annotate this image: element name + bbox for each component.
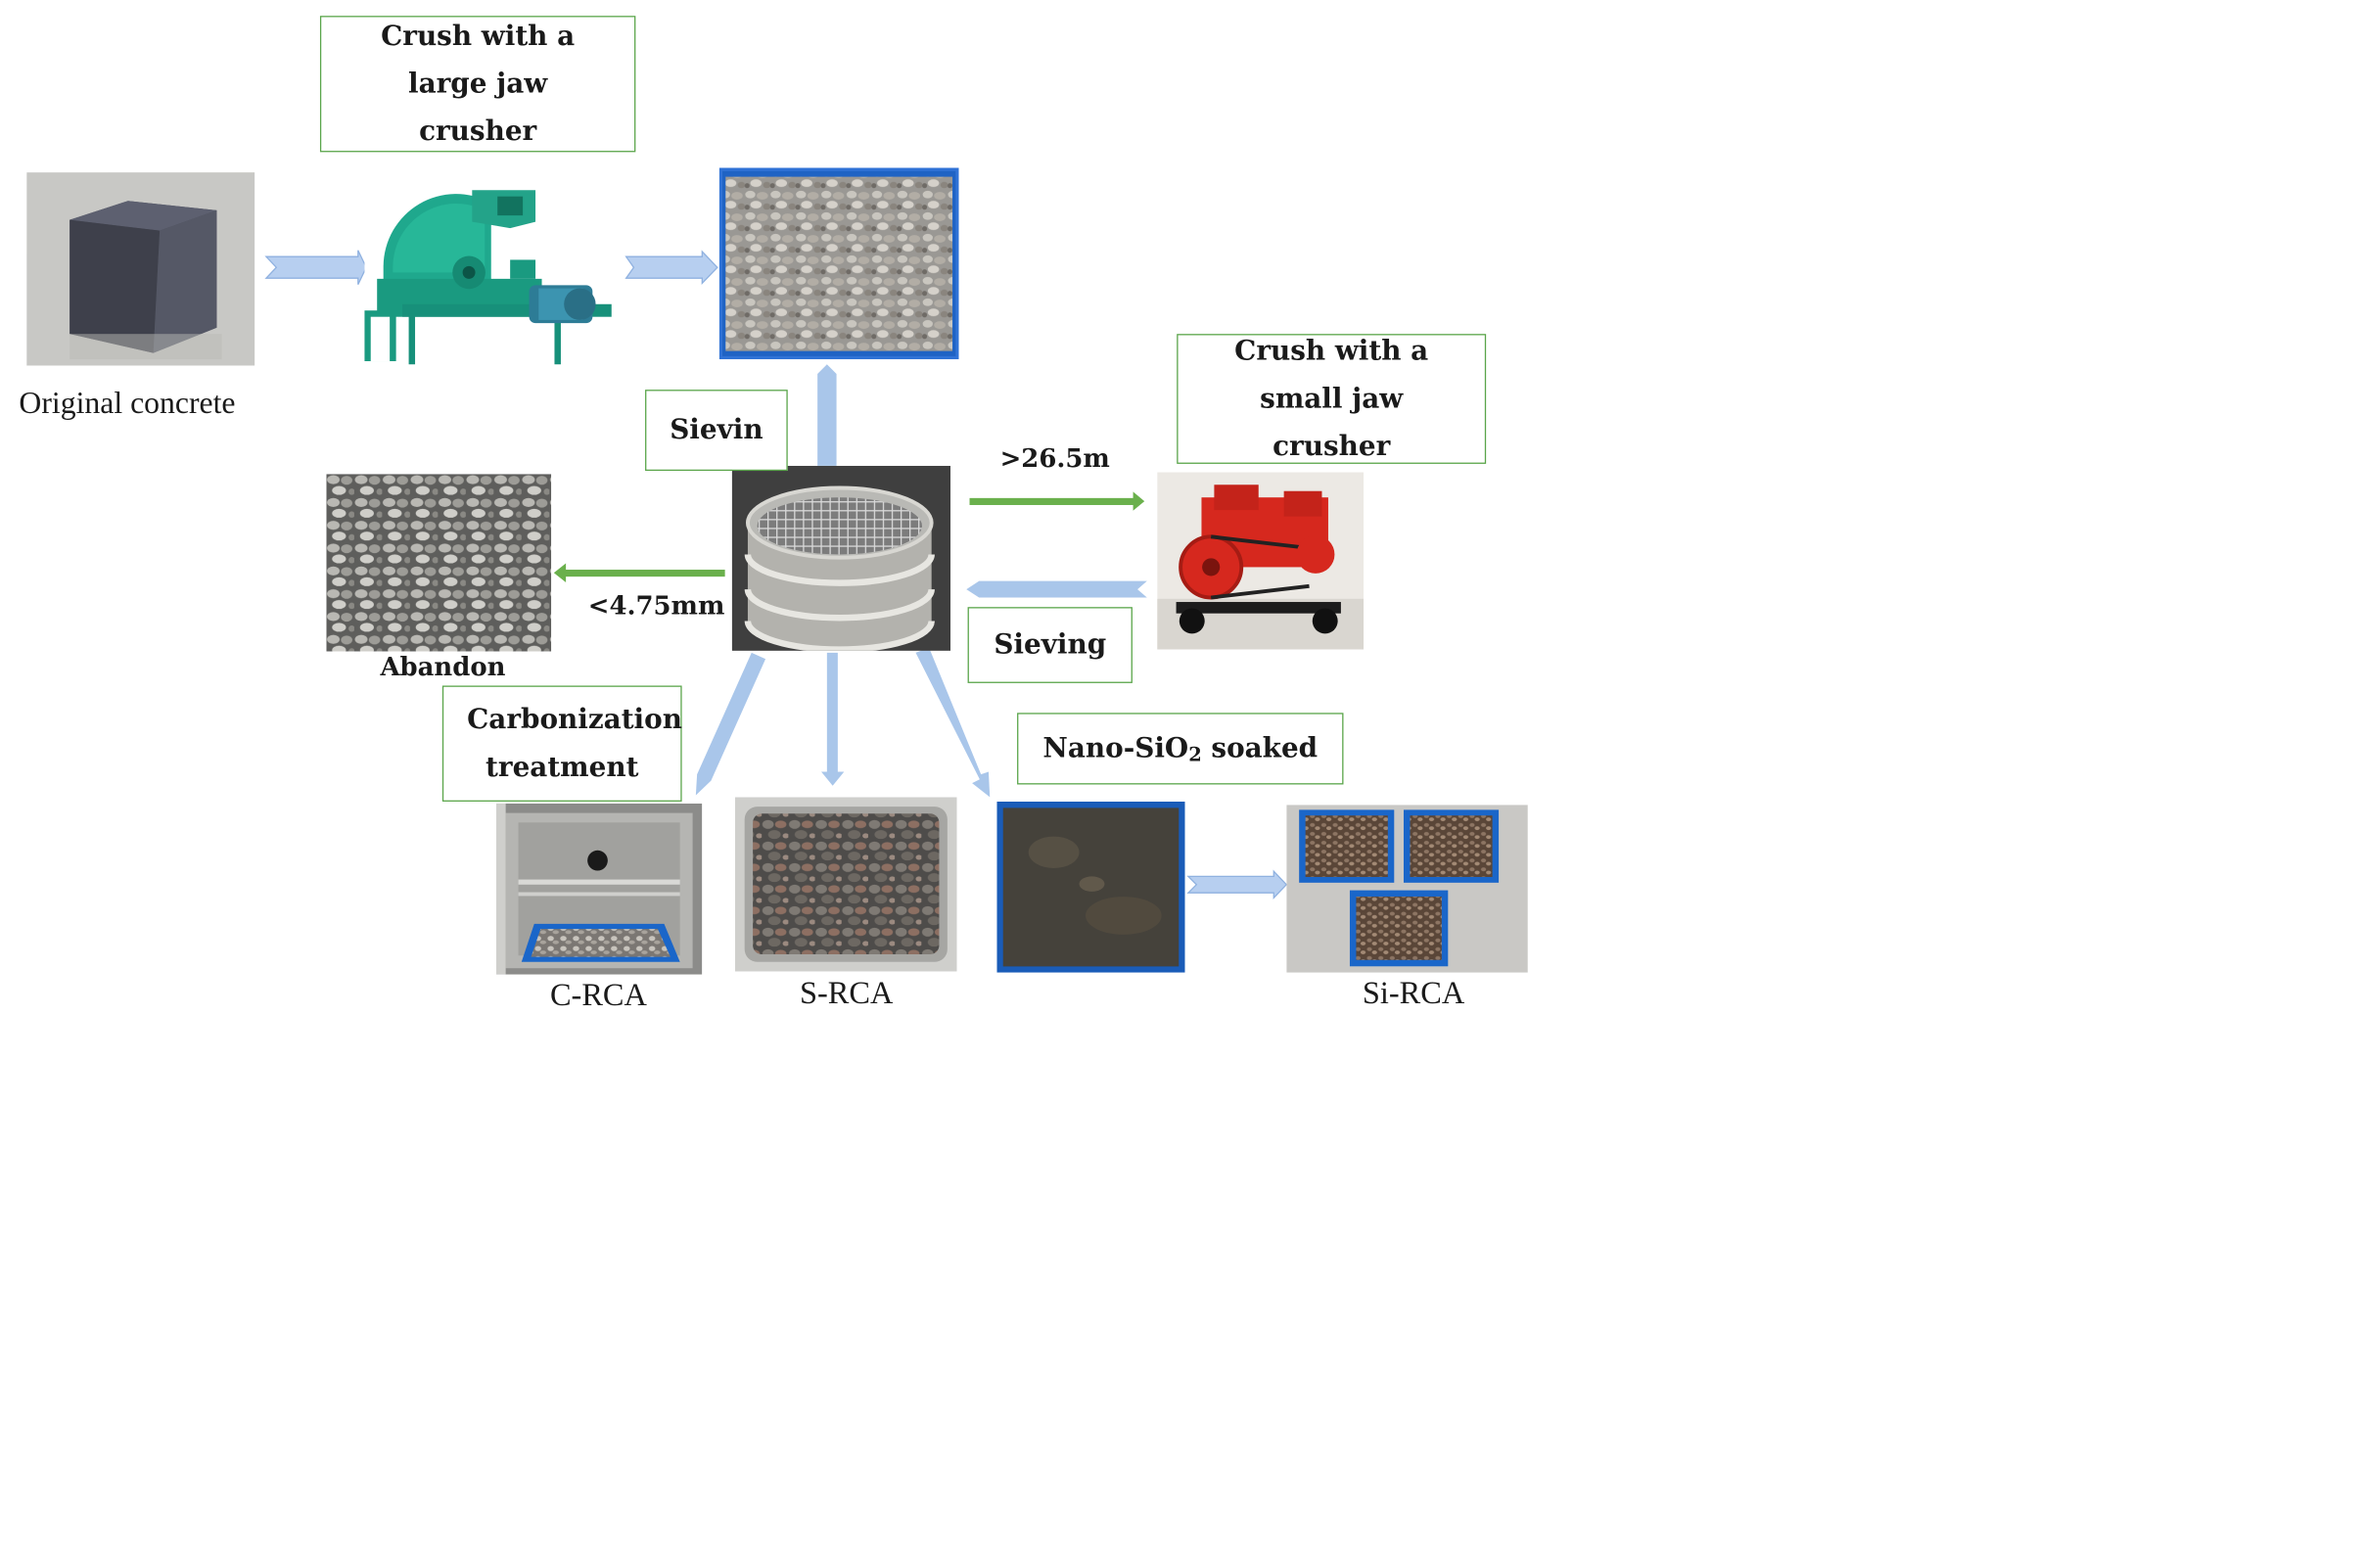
si-rca-trays-photo bbox=[1286, 805, 1528, 973]
caption-c-rca: C-RCA bbox=[549, 976, 647, 1012]
nano-sio2-soak-photo bbox=[996, 801, 1185, 973]
sieve-photo bbox=[731, 465, 951, 651]
nano-soak-prefix: Nano-SiO bbox=[1042, 732, 1189, 764]
step-nano-soak-box: Nano-SiO2 soaked bbox=[1017, 713, 1344, 785]
step-large-crusher-label: Crush with a large jaw crusher bbox=[381, 20, 576, 148]
caption-abandon: Abandon bbox=[380, 652, 506, 682]
crushed-aggregate-tray-photo bbox=[718, 167, 959, 360]
step-sieving-return-label: Sieving bbox=[994, 628, 1107, 661]
step-large-crusher-box: Crush with a large jaw crusher bbox=[319, 16, 636, 153]
s-rca-tray-photo bbox=[734, 797, 957, 972]
step-sieving-box: Sievin bbox=[645, 390, 788, 472]
caption-s-rca: S-RCA bbox=[800, 974, 894, 1010]
nano-soak-subscript: 2 bbox=[1188, 743, 1202, 766]
step-sieving-label: Sievin bbox=[670, 413, 764, 446]
step-sieving-return-box: Sieving bbox=[967, 607, 1133, 683]
nano-soak-suffix: soaked bbox=[1201, 732, 1319, 764]
step-small-crusher-box: Crush with a small jaw crusher bbox=[1177, 334, 1487, 464]
arrow-nano-to-si-rca bbox=[1186, 869, 1288, 899]
threshold-over-label: >26.5m bbox=[999, 443, 1110, 474]
carbonization-chamber-photo bbox=[495, 803, 703, 975]
concrete-cube-photo bbox=[26, 172, 255, 366]
step-small-crusher-label: Crush with a small jaw crusher bbox=[1234, 335, 1429, 463]
arrow-sieve-to-nano bbox=[915, 647, 991, 798]
arrow-concrete-to-crusher bbox=[264, 250, 367, 285]
small-jaw-crusher-photo bbox=[1157, 472, 1365, 650]
arrow-aggregate-to-sieve bbox=[817, 364, 837, 466]
arrow-sieve-to-s-rca bbox=[821, 652, 845, 786]
abandon-fines-photo bbox=[326, 474, 552, 652]
arrow-under-size bbox=[553, 563, 725, 582]
caption-original-concrete: Original concrete bbox=[19, 385, 236, 421]
arrow-sieve-return bbox=[966, 580, 1147, 598]
step-nano-soak-label: Nano-SiO2 soaked bbox=[1042, 725, 1318, 773]
arrow-over-size bbox=[969, 491, 1145, 511]
step-carbonization-label: Carbonization treatment bbox=[467, 703, 682, 783]
step-carbonization-box: Carbonization treatment bbox=[441, 685, 682, 802]
caption-si-rca: Si-RCA bbox=[1362, 974, 1465, 1010]
threshold-under-label: <4.75mm bbox=[587, 590, 725, 621]
large-jaw-crusher-photo bbox=[364, 177, 625, 368]
arrow-sieve-to-c-rca bbox=[695, 652, 766, 796]
arrow-crusher-to-aggregate bbox=[625, 250, 718, 285]
